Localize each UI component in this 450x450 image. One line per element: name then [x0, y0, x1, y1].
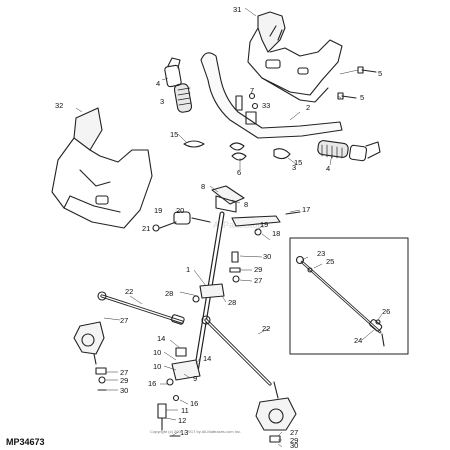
callout-30: 30	[263, 252, 271, 261]
spindle-left	[73, 321, 107, 391]
callout-17: 17	[302, 205, 310, 214]
callout-2: 2	[306, 103, 310, 112]
tie-rod-right-part-22	[201, 315, 272, 386]
copyright-notice: Copyright (c) 2004 - 2017 by All-Mattrac…	[150, 429, 242, 434]
callout-15: 15	[170, 130, 178, 139]
callout-28: 28	[165, 289, 173, 298]
callout-20: 20	[176, 206, 184, 215]
lower-cover-part-32	[51, 107, 153, 229]
callout-8: 8	[201, 182, 205, 191]
tie-rod-kit-inset	[289, 237, 409, 355]
clip-part-15b	[273, 148, 291, 160]
clip-part-15	[183, 140, 205, 148]
callout-27b: 27	[120, 316, 128, 325]
callout-27c: 27	[120, 368, 128, 377]
callout-13: 13	[180, 428, 188, 437]
bracket-part-28	[192, 283, 225, 303]
callout-30c: 30	[290, 441, 298, 450]
callout-16b: 16	[190, 399, 198, 408]
callout-labels: 31 5 5 7 33 2 4 3 32 15 6 3 4 15 8 8 17 …	[55, 5, 390, 450]
callout-28b: 28	[228, 298, 236, 307]
callout-12: 12	[178, 416, 186, 425]
handlebar-clamp-part-6	[229, 92, 259, 161]
callout-27d: 27	[290, 428, 298, 437]
callout-3b: 3	[292, 163, 296, 172]
spindle-right	[255, 381, 297, 443]
callout-22b: 22	[262, 324, 270, 333]
callout-33: 33	[262, 101, 270, 110]
diagram-id: MP34673	[6, 437, 45, 447]
right-grip-part-3	[317, 140, 349, 159]
callout-8b: 8	[244, 200, 248, 209]
steering-gear-stack	[157, 347, 201, 437]
callout-29c: 29	[290, 436, 298, 445]
callout-21: 21	[142, 224, 150, 233]
callout-18: 18	[272, 229, 280, 238]
callout-25: 25	[326, 257, 334, 266]
steering-column-part-1	[193, 185, 245, 375]
callout-19: 19	[154, 206, 162, 215]
left-control-part-4	[164, 57, 182, 88]
callout-3: 3	[160, 97, 164, 106]
tie-rod-left-part-22	[97, 291, 185, 325]
callout-32: 32	[55, 101, 63, 110]
callout-27: 27	[254, 276, 262, 285]
callout-14b: 14	[203, 354, 211, 363]
callout-30b: 30	[120, 386, 128, 395]
callout-1: 1	[186, 265, 190, 274]
callout-19b: 19	[260, 220, 268, 229]
dash-cover-part-31	[247, 11, 343, 103]
callout-11: 11	[181, 406, 189, 415]
switch-part-20	[152, 211, 211, 232]
callout-7: 7	[250, 86, 254, 95]
screw-part-5	[337, 66, 377, 100]
callout-4b: 4	[326, 164, 330, 173]
callout-31: 31	[233, 5, 241, 14]
callout-5: 5	[378, 69, 382, 78]
callout-15b: 15	[294, 158, 302, 167]
callout-5b: 5	[360, 93, 364, 102]
leader-lines	[75, 7, 383, 448]
callout-6: 6	[237, 168, 241, 177]
callout-23: 23	[317, 249, 325, 258]
callout-9: 9	[193, 374, 197, 383]
callout-10b: 10	[153, 362, 161, 371]
bolt-stack-column	[229, 251, 241, 283]
callout-29: 29	[254, 265, 262, 274]
callout-24: 24	[354, 336, 362, 345]
callout-22: 22	[125, 287, 133, 296]
callout-26: 26	[382, 307, 390, 316]
left-grip-part-3	[173, 83, 193, 113]
callout-16: 16	[148, 379, 156, 388]
callout-14: 14	[157, 334, 165, 343]
pivot-part-18	[231, 211, 301, 236]
callout-29b: 29	[120, 376, 128, 385]
callout-4: 4	[156, 79, 160, 88]
throttle-part-4	[348, 141, 381, 162]
callout-10: 10	[153, 348, 161, 357]
